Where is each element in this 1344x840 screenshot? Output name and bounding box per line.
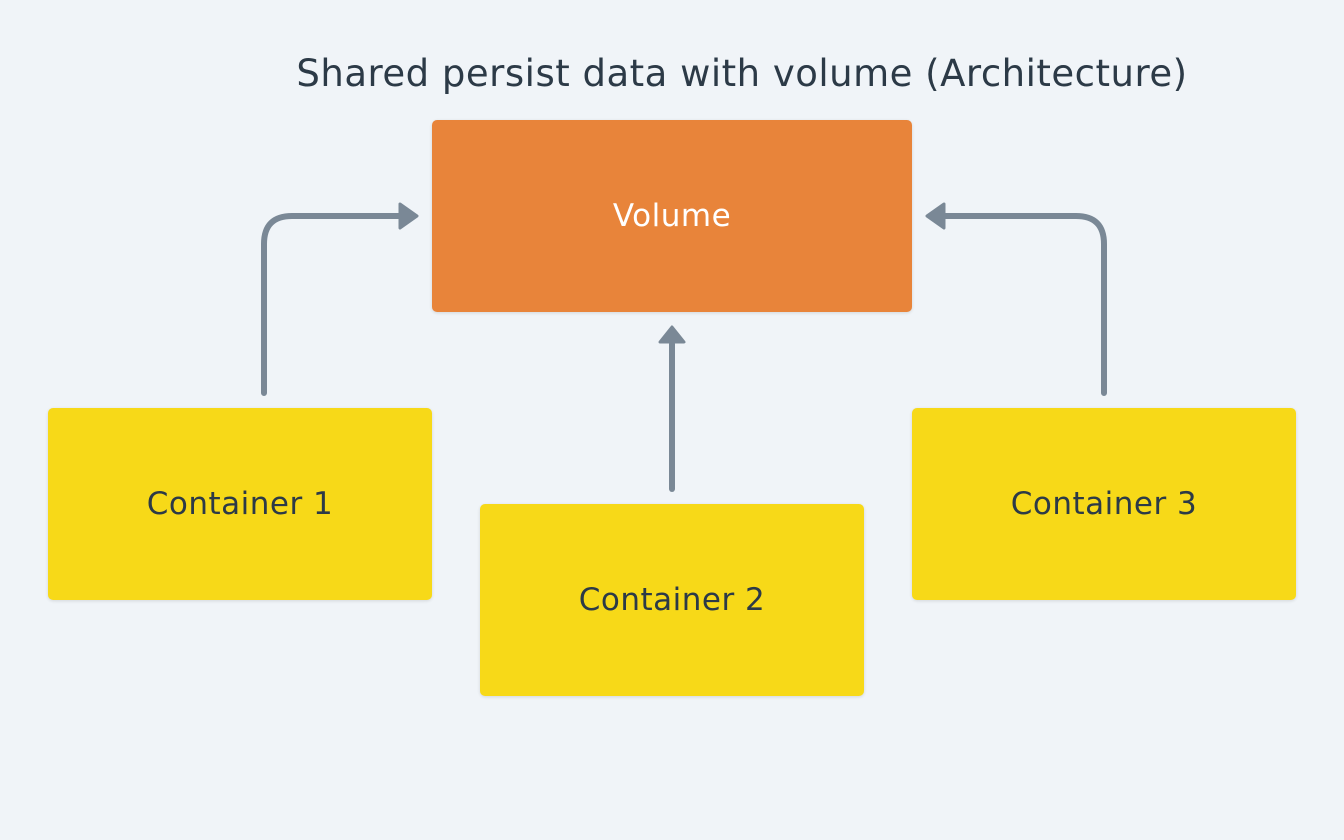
container-3-label: Container 3 xyxy=(1010,486,1198,522)
volume-node: Volume xyxy=(432,120,912,312)
arrow-container3-to-volume xyxy=(937,213,1107,396)
arrow-container1-to-volume xyxy=(261,213,407,396)
container-3-node: Container 3 xyxy=(912,408,1296,600)
arrowhead-container1 xyxy=(398,202,419,230)
container-1-node: Container 1 xyxy=(48,408,432,600)
container-1-label: Container 1 xyxy=(146,486,334,522)
volume-label: Volume xyxy=(612,198,732,234)
arrowhead-container2 xyxy=(658,325,686,344)
container-2-label: Container 2 xyxy=(578,582,766,618)
container-2-node: Container 2 xyxy=(480,504,864,696)
arrowhead-container3 xyxy=(925,202,946,230)
diagram-title: Shared persist data with volume (Archite… xyxy=(296,52,1188,95)
